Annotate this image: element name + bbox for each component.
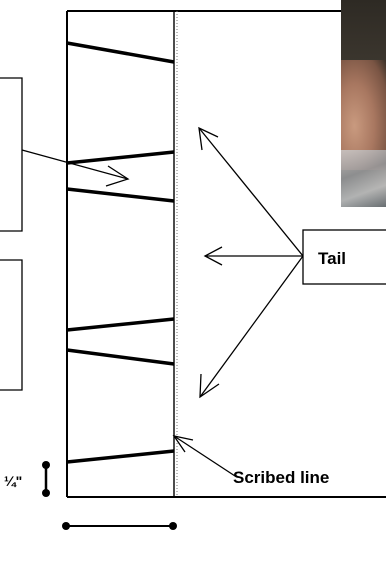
tail-box-text: Tail: [318, 249, 346, 268]
tail-arrow-middle-head: [203, 246, 223, 266]
bottom-dim-dot-right: [169, 522, 177, 530]
photo-sleeve: [341, 150, 386, 207]
tail-arrow-down-head: [199, 373, 220, 399]
wedge-2-bottom: [66, 187, 175, 203]
bottom-dim-dot-left: [62, 522, 70, 530]
scribed-line-label: Scribed line: [233, 468, 329, 487]
scribed-arrow-head: [172, 435, 194, 453]
scribed-arrow-shaft: [173, 435, 236, 477]
wedge-1: [66, 41, 175, 64]
left-arrow-head: [105, 165, 130, 187]
tail-box-frame: [302, 229, 386, 285]
board-outline: [66, 10, 386, 498]
wedge-4: [66, 449, 175, 464]
left-arrow: [21, 149, 130, 187]
left-box-upper: [0, 77, 23, 232]
left-box-lower: [0, 259, 23, 391]
quarter-inch-label: ¼": [4, 473, 22, 489]
tail-wedges: [66, 41, 175, 464]
tail-arrow-up: [198, 127, 304, 257]
quarter-inch-dimension: ¼": [4, 461, 50, 497]
wedge-2-top: [66, 150, 175, 165]
tail-arrow-down: [199, 255, 304, 398]
left-boxes: [0, 77, 23, 391]
tail-label-box: Tail: [302, 229, 386, 285]
person-photo: [341, 0, 386, 207]
bottom-dimension: [62, 522, 177, 530]
quarter-inch-dot-top: [42, 461, 50, 469]
left-arrow-shaft: [21, 149, 129, 180]
tail-arrow-up-head: [198, 126, 219, 151]
quarter-inch-dot-bottom: [42, 489, 50, 497]
wedge-3-bottom: [66, 348, 175, 366]
tail-arrows: [198, 126, 304, 399]
wedge-3-top: [66, 317, 175, 332]
scribed-line-callout: Scribed line: [172, 435, 329, 487]
